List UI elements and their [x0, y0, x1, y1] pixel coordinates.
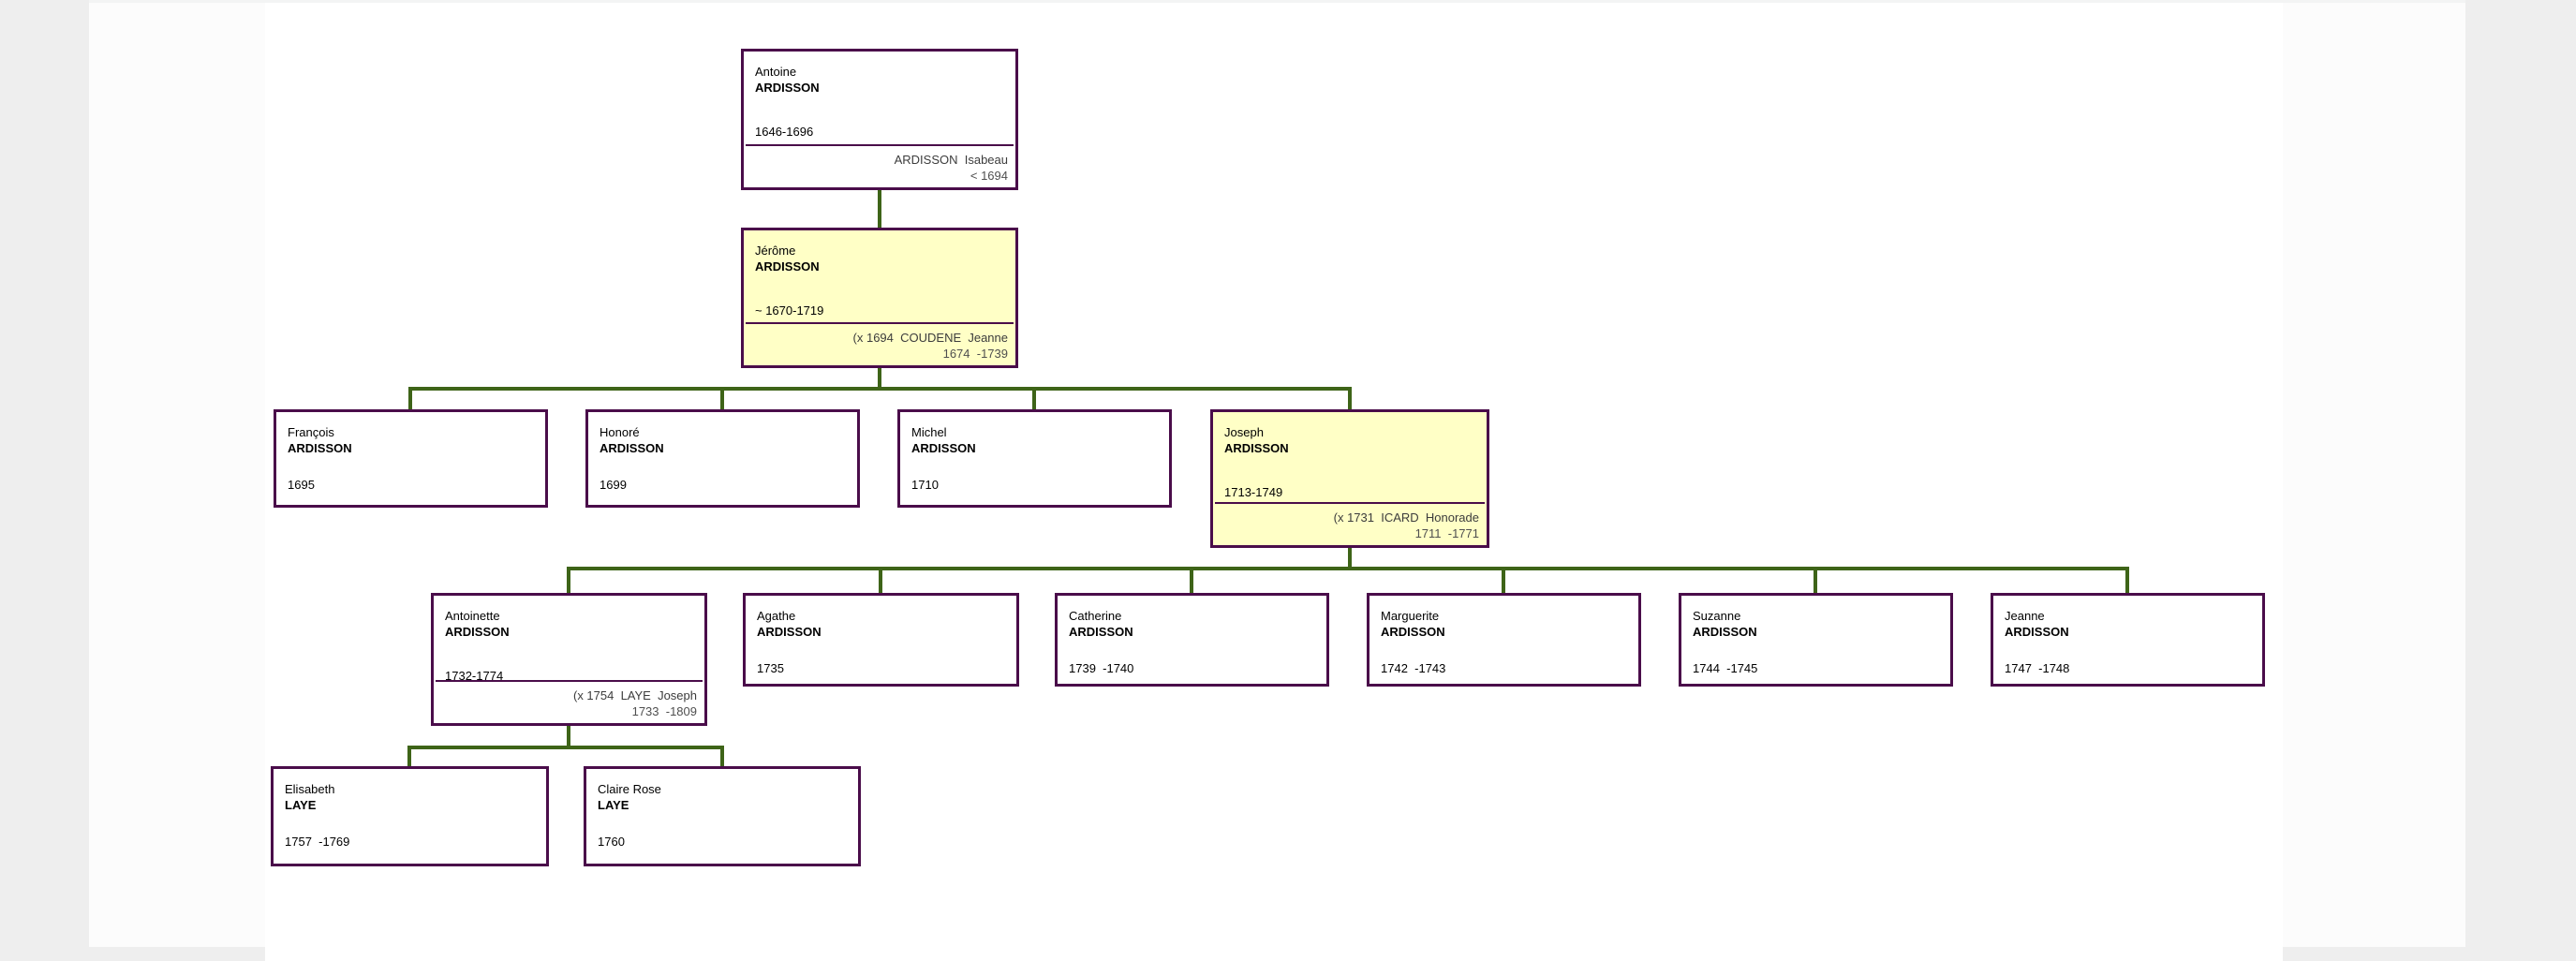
- marriage-separator: [746, 144, 1014, 146]
- person-dates: 1699: [600, 478, 627, 492]
- person-dates: 1695: [288, 478, 315, 492]
- person-surname: ARDISSON: [1224, 441, 1289, 455]
- person-surname: ARDISSON: [1381, 625, 1445, 639]
- person-box-claire-rose-laye[interactable]: Claire Rose LAYE 1760: [584, 766, 861, 866]
- connector-gen2-bus: [408, 387, 1352, 391]
- connector-drop-jeanne: [2125, 567, 2129, 596]
- person-given-name: Jeanne: [2005, 609, 2045, 623]
- connector-drop-claire-rose: [720, 746, 724, 769]
- person-box-agathe-ardisson[interactable]: Agathe ARDISSON 1735: [743, 593, 1019, 687]
- connector-drop-suzanne: [1814, 567, 1817, 596]
- spouse-dates: 1711 -1771: [1414, 526, 1479, 540]
- person-surname: LAYE: [598, 798, 629, 812]
- person-surname: ARDISSON: [2005, 625, 2069, 639]
- person-box-antoinette-ardisson[interactable]: Antoinette ARDISSON 1732-1774 (x 1754 LA…: [431, 593, 707, 726]
- spouse-name: (x 1731 ICARD Honorade: [1333, 510, 1479, 525]
- connector-gen4-bus: [407, 746, 724, 749]
- spouse-name: ARDISSON Isabeau: [894, 153, 1008, 167]
- person-dates: 1646-1696: [755, 125, 814, 139]
- person-dates: 1742 -1743: [1381, 661, 1446, 675]
- spouse-dates: 1733 -1809: [631, 704, 697, 718]
- person-dates: 1713-1749: [1224, 485, 1283, 499]
- person-given-name: Marguerite: [1381, 609, 1440, 623]
- marriage-info: ARDISSON Isabeau < 1694: [895, 152, 1008, 184]
- person-dates: 1757 -1769: [285, 835, 350, 849]
- person-box-suzanne-ardisson[interactable]: Suzanne ARDISSON 1744 -1745: [1679, 593, 1953, 687]
- person-given-name: Suzanne: [1693, 609, 1741, 623]
- person-box-honore-ardisson[interactable]: Honoré ARDISSON 1699: [585, 409, 860, 508]
- person-surname: ARDISSON: [288, 441, 352, 455]
- person-dates: 1732-1774: [445, 669, 504, 683]
- connector-drop-agathe: [879, 567, 882, 596]
- spouse-dates: 1674 -1739: [942, 347, 1008, 361]
- sheet-top-edge: [89, 0, 2465, 3]
- connector-drop-catherine: [1190, 567, 1193, 596]
- person-given-name: François: [288, 425, 334, 439]
- person-dates: 1760: [598, 835, 625, 849]
- connector-jerome-drop: [878, 365, 881, 391]
- person-surname: ARDISSON: [1069, 625, 1133, 639]
- connector-drop-joseph: [1348, 387, 1352, 412]
- connector-gen3-bus: [567, 567, 2129, 570]
- connector-drop-francois: [408, 387, 412, 412]
- marriage-info: (x 1754 LAYE Joseph 1733 -1809: [573, 687, 697, 719]
- person-surname: ARDISSON: [911, 441, 976, 455]
- marriage-info: (x 1731 ICARD Honorade 1711 -1771: [1334, 510, 1479, 541]
- person-dates: ~ 1670-1719: [755, 303, 824, 318]
- connector-joseph-drop: [1348, 544, 1352, 570]
- person-surname: ARDISSON: [600, 441, 664, 455]
- person-given-name: Jérôme: [755, 244, 796, 258]
- connector-drop-antoinette: [567, 567, 570, 596]
- person-surname: ARDISSON: [757, 625, 822, 639]
- person-dates: 1739 -1740: [1069, 661, 1134, 675]
- person-surname: ARDISSON: [755, 259, 820, 274]
- person-dates: 1735: [757, 661, 784, 675]
- person-dates: 1747 -1748: [2005, 661, 2070, 675]
- person-given-name: Agathe: [757, 609, 796, 623]
- person-given-name: Honoré: [600, 425, 640, 439]
- spouse-name: (x 1754 LAYE Joseph: [572, 688, 697, 702]
- person-box-jerome-ardisson[interactable]: Jérôme ARDISSON ~ 1670-1719 (x 1694 COUD…: [741, 228, 1018, 368]
- person-box-francois-ardisson[interactable]: François ARDISSON 1695: [274, 409, 548, 508]
- connector-drop-honore: [720, 387, 724, 412]
- person-surname: LAYE: [285, 798, 317, 812]
- connector-drop-elisabeth: [407, 746, 411, 769]
- person-box-michel-ardisson[interactable]: Michel ARDISSON 1710: [897, 409, 1172, 508]
- person-box-jeanne-ardisson[interactable]: Jeanne ARDISSON 1747 -1748: [1991, 593, 2265, 687]
- person-box-elisabeth-laye[interactable]: Elisabeth LAYE 1757 -1769: [271, 766, 549, 866]
- person-dates: 1744 -1745: [1693, 661, 1758, 675]
- marriage-separator: [746, 322, 1014, 324]
- connector-drop-marguerite: [1502, 567, 1505, 596]
- connector-antoine-jerome: [878, 187, 881, 230]
- person-given-name: Claire Rose: [598, 782, 661, 796]
- person-given-name: Antoine: [755, 65, 797, 79]
- marriage-separator: [1215, 502, 1485, 504]
- spouse-dates: < 1694: [970, 169, 1008, 183]
- person-box-marguerite-ardisson[interactable]: Marguerite ARDISSON 1742 -1743: [1367, 593, 1641, 687]
- marriage-separator: [436, 680, 703, 682]
- person-given-name: Michel: [911, 425, 947, 439]
- person-given-name: Joseph: [1224, 425, 1264, 439]
- person-box-catherine-ardisson[interactable]: Catherine ARDISSON 1739 -1740: [1055, 593, 1329, 687]
- person-given-name: Catherine: [1069, 609, 1122, 623]
- person-given-name: Antoinette: [445, 609, 500, 623]
- person-surname: ARDISSON: [445, 625, 510, 639]
- person-surname: ARDISSON: [755, 81, 820, 95]
- marriage-info: (x 1694 COUDENE Jeanne 1674 -1739: [853, 330, 1008, 362]
- person-dates: 1710: [911, 478, 939, 492]
- person-given-name: Elisabeth: [285, 782, 335, 796]
- connector-antoinette-drop: [567, 724, 570, 749]
- connector-drop-michel: [1032, 387, 1036, 412]
- person-surname: ARDISSON: [1693, 625, 1757, 639]
- spouse-name: (x 1694 COUDENE Jeanne: [852, 331, 1008, 345]
- person-box-joseph-ardisson[interactable]: Joseph ARDISSON 1713-1749 (x 1731 ICARD …: [1210, 409, 1489, 548]
- person-box-antoine-ardisson[interactable]: Antoine ARDISSON 1646-1696 ARDISSON Isab…: [741, 49, 1018, 190]
